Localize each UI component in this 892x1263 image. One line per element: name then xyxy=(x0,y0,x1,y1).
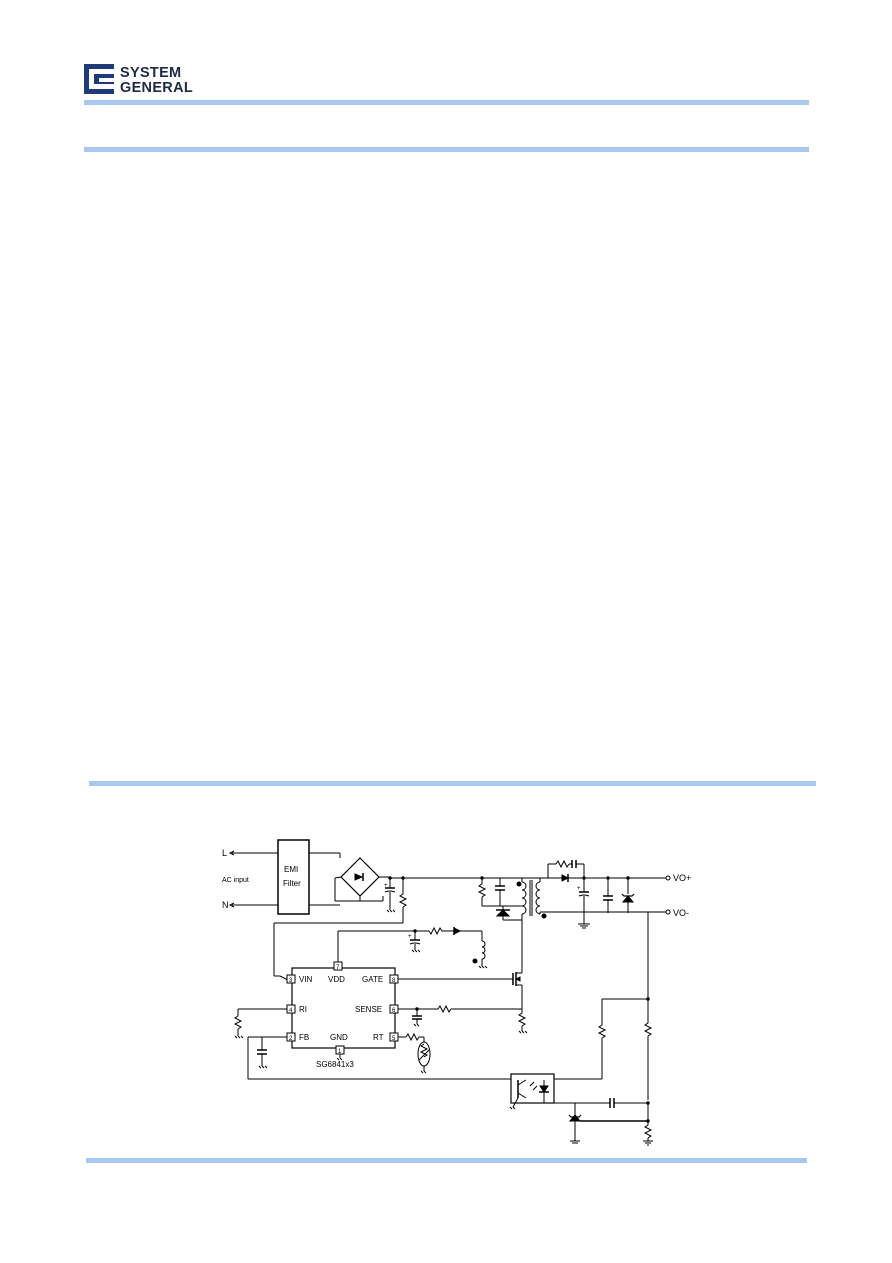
svg-text:RT: RT xyxy=(373,1033,384,1042)
svg-text:8: 8 xyxy=(392,978,396,984)
svg-text:VDD: VDD xyxy=(328,975,345,984)
svg-text:FB: FB xyxy=(299,1033,309,1042)
header-rule-bottom xyxy=(84,147,809,152)
emi-label-1: EMI xyxy=(284,865,298,874)
logo-text-system: SYSTEM xyxy=(120,65,182,81)
svg-text:+: + xyxy=(577,886,581,892)
svg-text:6: 6 xyxy=(392,1008,396,1014)
emi-label-2: Filter xyxy=(283,879,301,888)
company-logo xyxy=(84,64,204,96)
svg-text:VIN: VIN xyxy=(299,975,313,984)
footer-rule xyxy=(86,1158,807,1163)
section-rule xyxy=(89,781,816,786)
svg-text:4: 4 xyxy=(289,1008,293,1014)
svg-text:1: 1 xyxy=(338,1049,342,1055)
svg-text:SENSE: SENSE xyxy=(355,1005,382,1014)
vo-plus-label: VO+ xyxy=(673,873,691,883)
emi-filter-block xyxy=(277,839,310,915)
svg-text:3: 3 xyxy=(289,978,293,984)
neutral-label: N xyxy=(222,900,229,910)
svg-text:5: 5 xyxy=(392,1036,396,1042)
svg-text:GATE: GATE xyxy=(362,975,383,984)
application-circuit-schematic: L AC input N EMI Filter + xyxy=(222,839,691,1146)
svg-text:+: + xyxy=(384,883,388,889)
header-rule-top xyxy=(84,100,809,105)
ac-input-label: AC input xyxy=(222,877,249,884)
svg-text:GND: GND xyxy=(330,1033,348,1042)
chip-label: SG6841x3 xyxy=(316,1060,354,1069)
svg-text:RI: RI xyxy=(299,1005,307,1014)
logo-mark-icon xyxy=(84,64,114,94)
vo-minus-label: VO- xyxy=(673,908,689,918)
logo-text-general: GENERAL xyxy=(120,80,193,96)
svg-text:7: 7 xyxy=(336,965,340,971)
svg-text:+: + xyxy=(408,934,412,940)
svg-text:2: 2 xyxy=(289,1036,293,1042)
optocoupler-block xyxy=(510,1073,555,1104)
line-label: L xyxy=(222,848,227,858)
